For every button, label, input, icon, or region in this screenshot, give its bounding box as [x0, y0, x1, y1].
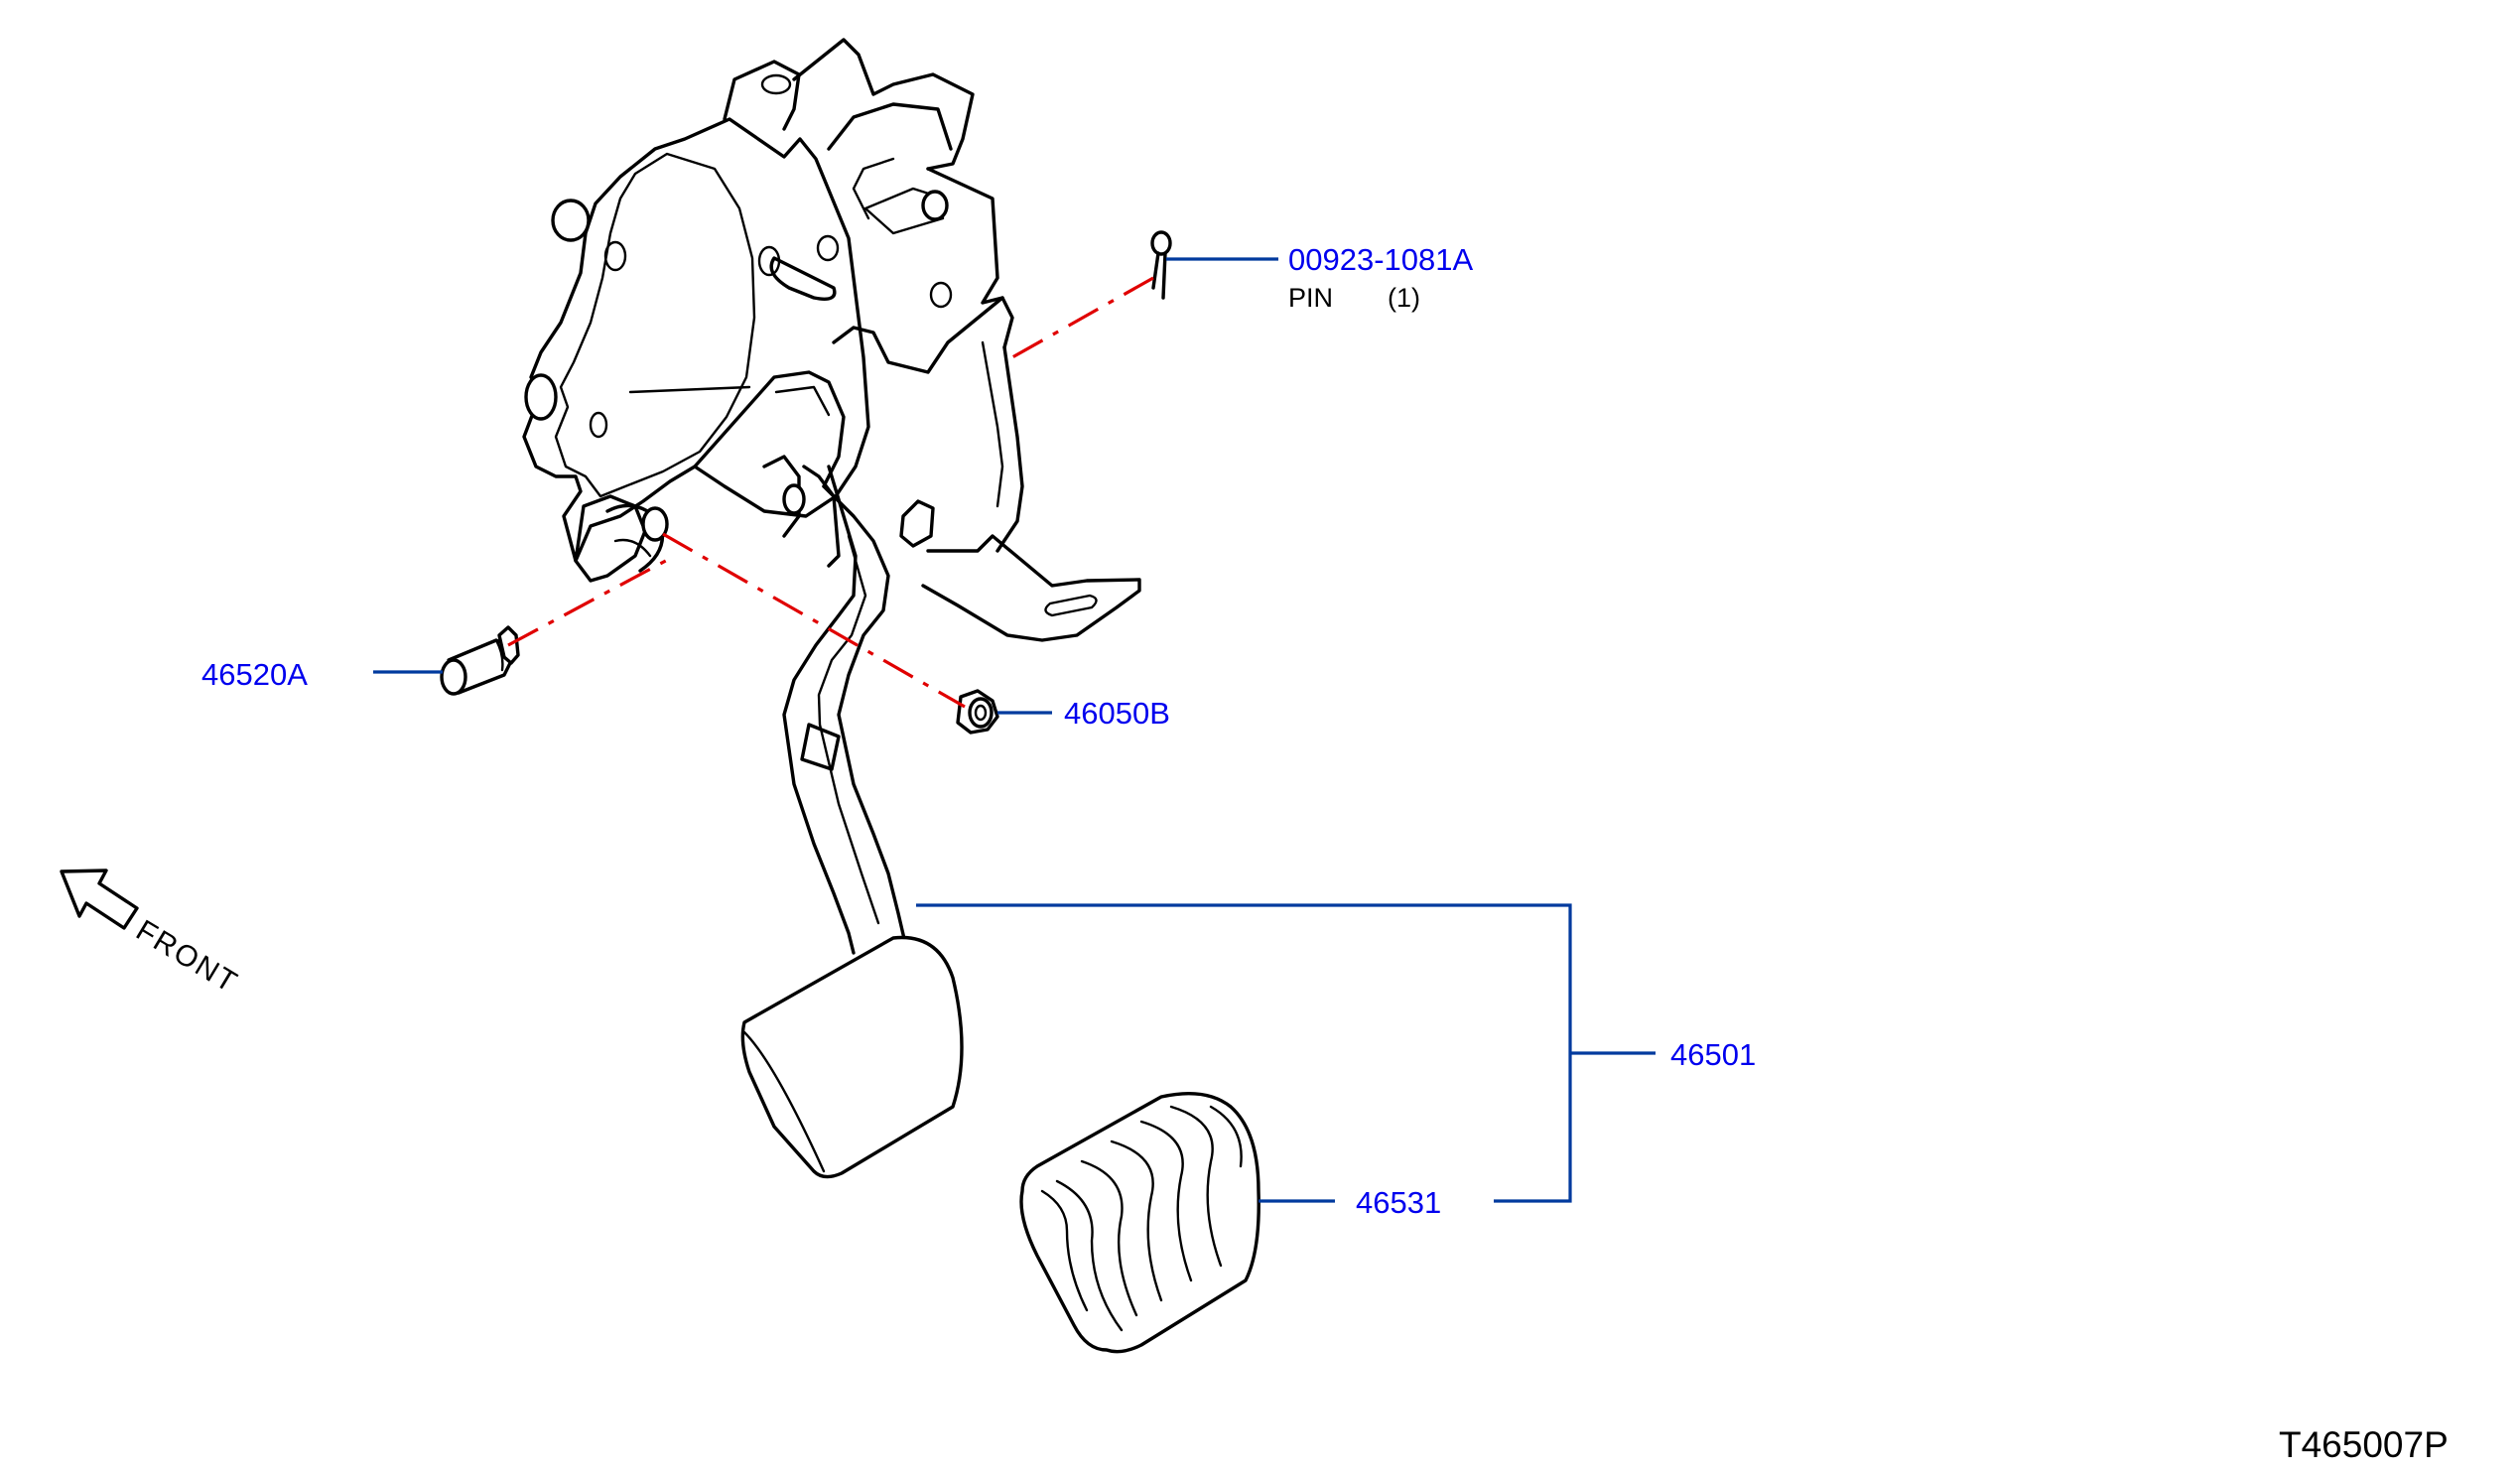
nut-illustration [956, 689, 999, 735]
pedal-pad-rubber-illustration [1019, 1091, 1260, 1354]
cotter-pin-illustration [1150, 230, 1172, 300]
part-labels: 00923-1081A PIN (1) 46520A 46050B 46501 … [201, 242, 1756, 1220]
assembly-center-lines [507, 276, 1154, 709]
part-number-46050B: 46050B [1064, 696, 1170, 731]
pedal-bracket-illustration [522, 38, 1141, 642]
front-arrow-indicator: FRONT [60, 869, 244, 1001]
leader-lines [373, 257, 1656, 1203]
clevis-pin-illustration [440, 625, 520, 696]
part-number-00923-1081A: 00923-1081A [1288, 242, 1473, 277]
part-qty-pin: (1) [1388, 283, 1420, 313]
part-name-pin: PIN [1288, 283, 1333, 313]
front-label: FRONT [130, 914, 243, 1001]
pedal-arm-illustration [740, 465, 964, 1179]
part-number-46520A: 46520A [201, 657, 308, 692]
illustration-id: T465007P [2279, 1424, 2449, 1465]
front-arrow-icon [60, 869, 139, 930]
part-number-46531: 46531 [1356, 1185, 1441, 1220]
part-number-46501: 46501 [1670, 1037, 1756, 1072]
